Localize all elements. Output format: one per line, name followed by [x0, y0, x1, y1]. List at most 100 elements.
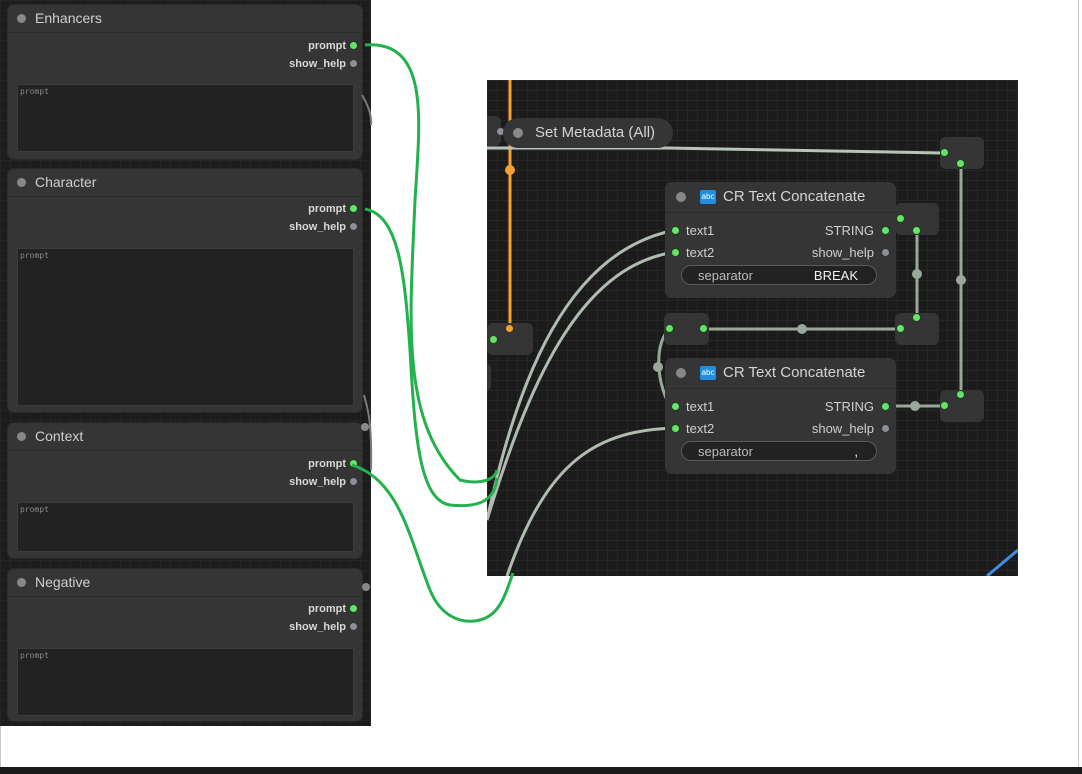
node-title-label: Character — [35, 174, 97, 190]
node-cr-text-concatenate[interactable]: abc CR Text Concatenate text1 text2 STRI… — [665, 182, 896, 298]
node-title-label: Set Metadata (All) — [535, 124, 656, 141]
output-show-help[interactable]: show_help — [289, 619, 346, 635]
collapse-dot-icon[interactable] — [17, 578, 26, 587]
reroute-input-port[interactable] — [897, 325, 904, 332]
reroute-input-port[interactable] — [666, 325, 673, 332]
node-character[interactable]: Character prompt show_help prompt — [8, 169, 362, 412]
collapse-dot-icon[interactable] — [676, 368, 686, 378]
node-title[interactable]: Enhancers — [8, 5, 362, 33]
collapse-dot-icon[interactable] — [17, 178, 26, 187]
text1-input-port[interactable] — [672, 227, 679, 234]
output-show-help[interactable]: show_help — [289, 219, 346, 235]
prompt-output-port[interactable] — [350, 460, 357, 467]
separator-widget[interactable]: separator , — [681, 441, 877, 461]
output-prompt[interactable]: prompt — [308, 456, 346, 472]
prompt-output-port[interactable] — [350, 205, 357, 212]
reroute-input-port[interactable] — [941, 149, 948, 156]
output-label: prompt — [308, 603, 346, 615]
node-cr-text-concatenate[interactable]: abc CR Text Concatenate text1 text2 STRI… — [665, 358, 896, 474]
node-negative[interactable]: Negative prompt show_help prompt — [8, 569, 362, 721]
node-title[interactable]: abc CR Text Concatenate — [665, 182, 896, 213]
prompt-output-port[interactable] — [350, 605, 357, 612]
separator-value: BREAK — [813, 268, 858, 283]
prompt-textarea[interactable]: prompt — [17, 648, 354, 716]
node-title[interactable]: Character — [8, 169, 362, 197]
output-prompt[interactable]: prompt — [308, 201, 346, 217]
reroute-output-port[interactable] — [913, 314, 920, 321]
string-output-port[interactable] — [882, 403, 889, 410]
node-title[interactable]: abc CR Text Concatenate — [665, 358, 896, 389]
textarea-placeholder: prompt — [20, 251, 49, 260]
output-string[interactable]: STRING — [824, 399, 874, 414]
string-output-port[interactable] — [882, 227, 889, 234]
reroute-input-port[interactable] — [941, 402, 948, 409]
reroute-input-port[interactable] — [897, 215, 904, 222]
partial-node[interactable] — [487, 363, 491, 391]
collapse-dot-icon[interactable] — [17, 14, 26, 23]
show-help-output-port[interactable] — [350, 60, 357, 67]
show-help-output-port[interactable] — [882, 425, 889, 432]
show-help-output-port[interactable] — [350, 223, 357, 230]
output-show-help[interactable]: show_help — [289, 56, 346, 72]
right-canvas[interactable]: Set Metadata (All) abc CR Text Concatena… — [487, 80, 1018, 576]
output-prompt[interactable]: prompt — [308, 38, 346, 54]
reroute-link-midpoint — [912, 269, 922, 279]
prompt-textarea[interactable]: prompt — [17, 84, 354, 152]
separator-value: , — [854, 444, 858, 459]
node-set-metadata[interactable]: Set Metadata (All) — [503, 118, 673, 148]
output-show-help[interactable]: show_help — [811, 245, 874, 260]
reroute-output-port[interactable] — [957, 391, 964, 398]
partial-node-port[interactable] — [497, 128, 504, 135]
collapse-dot-icon[interactable] — [17, 432, 26, 441]
output-show-help[interactable]: show_help — [811, 421, 874, 436]
text1-link — [487, 228, 677, 521]
input-text1[interactable]: text1 — [686, 223, 715, 238]
reroute-input-port[interactable] — [490, 336, 497, 343]
separator-widget[interactable]: separator BREAK — [681, 265, 877, 285]
input-text2[interactable]: text2 — [686, 421, 715, 436]
abc-icon: abc — [700, 366, 716, 380]
output-label: show_help — [289, 58, 346, 70]
character-link — [364, 207, 499, 508]
show-help-output-port[interactable] — [350, 623, 357, 630]
show-help-output-port[interactable] — [350, 478, 357, 485]
metadata-link — [487, 146, 943, 155]
window-edge — [0, 726, 1, 767]
collapse-dot-icon[interactable] — [676, 192, 686, 202]
prompt-textarea[interactable]: prompt — [17, 248, 354, 406]
output-label: prompt — [308, 40, 346, 52]
prompt-textarea[interactable]: prompt — [17, 502, 354, 552]
output-label: show_help — [289, 476, 346, 488]
text2-input-port[interactable] — [672, 425, 679, 432]
window-edge — [1078, 0, 1079, 767]
reroute-link-midpoint — [910, 401, 920, 411]
textarea-placeholder: prompt — [20, 505, 49, 514]
node-context[interactable]: Context prompt show_help prompt — [8, 423, 362, 558]
reroute-output-port[interactable] — [913, 227, 920, 234]
node-title[interactable]: Context — [8, 423, 362, 451]
orange-link-midpoint — [505, 165, 515, 175]
output-string[interactable]: STRING — [824, 223, 874, 238]
input-text1[interactable]: text1 — [686, 399, 715, 414]
reroute-orange-port[interactable] — [506, 325, 513, 332]
output-label: show_help — [289, 221, 346, 233]
reroute-output-port[interactable] — [700, 325, 707, 332]
collapse-dot-icon[interactable] — [513, 128, 523, 138]
text2-input-port[interactable] — [672, 249, 679, 256]
node-title-label: CR Text Concatenate — [723, 364, 866, 381]
input-text2[interactable]: text2 — [686, 245, 715, 260]
enhancers-link — [364, 43, 499, 484]
node-title[interactable]: Negative — [8, 569, 362, 597]
reroute-output-port[interactable] — [957, 160, 964, 167]
abc-icon: abc — [700, 190, 716, 204]
reroute-link-midpoint — [653, 362, 663, 372]
text1-input-port[interactable] — [672, 403, 679, 410]
reroute-link-midpoint — [797, 324, 807, 334]
node-title-label: Negative — [35, 574, 91, 590]
node-enhancers[interactable]: Enhancers prompt show_help prompt — [8, 5, 362, 159]
prompt-output-port[interactable] — [350, 42, 357, 49]
output-show-help[interactable]: show_help — [289, 474, 346, 490]
left-canvas[interactable]: Enhancers prompt show_help prompt Charac… — [0, 0, 371, 726]
output-prompt[interactable]: prompt — [308, 601, 346, 617]
show-help-output-port[interactable] — [882, 249, 889, 256]
